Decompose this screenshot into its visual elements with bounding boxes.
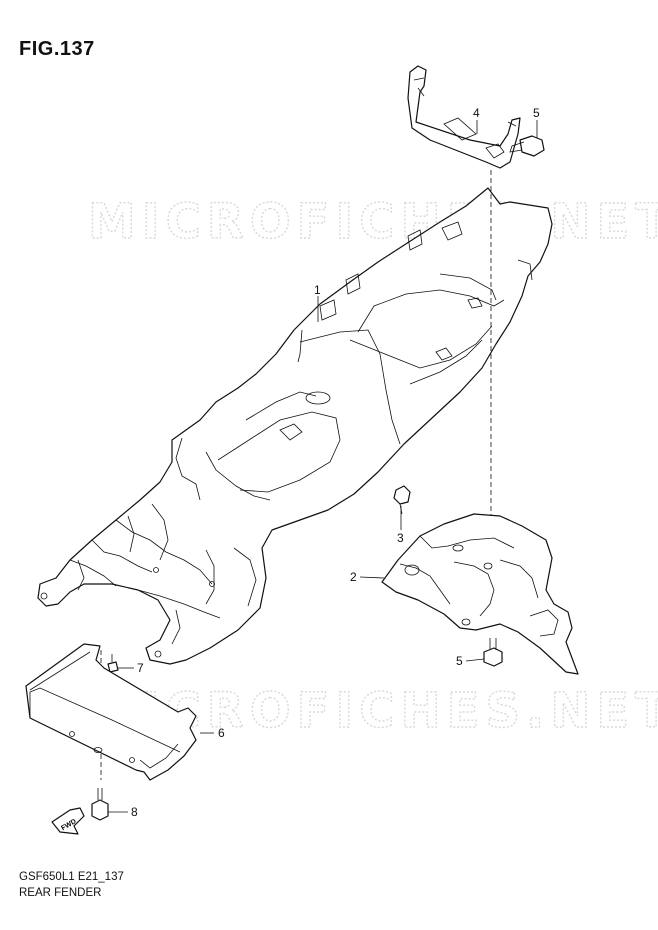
part-3-clip <box>393 485 411 515</box>
model-code: GSF650L1 E21_137 <box>19 871 124 883</box>
callout-2: 2 <box>350 570 357 584</box>
callout-3: 3 <box>397 531 404 545</box>
part-8-bolt <box>91 788 109 821</box>
watermark-top: MICROFICHES.NET <box>88 194 658 250</box>
callout-7: 7 <box>137 661 144 675</box>
figure-caption: REAR FENDER <box>19 887 102 899</box>
part-2-mudguard <box>381 513 579 675</box>
leader-2 <box>359 576 385 579</box>
callout-1: 1 <box>314 283 321 297</box>
figure-title: FIG.137 <box>19 38 95 60</box>
callout-4: 4 <box>473 106 480 120</box>
part-1-rear-fender <box>37 187 553 665</box>
part-4-bracket <box>407 65 521 169</box>
part-7-screw <box>107 654 119 673</box>
part-6-undertray <box>25 643 197 781</box>
fwd-arrow-icon: FWD <box>51 807 85 835</box>
part-5-bolt-top <box>509 135 545 157</box>
callout-8: 8 <box>131 805 138 819</box>
part-5-bolt-lower <box>483 638 503 667</box>
callout-5-top: 5 <box>533 106 540 120</box>
callout-5-lower: 5 <box>456 654 463 668</box>
callout-6: 6 <box>218 726 225 740</box>
leader-5-lower <box>465 658 485 662</box>
